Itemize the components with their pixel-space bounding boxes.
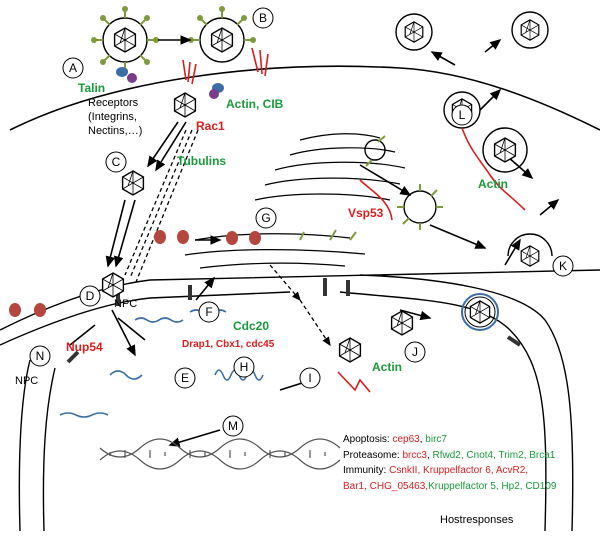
- ribosomes: [9, 230, 261, 317]
- capsid-internalized: [173, 92, 197, 118]
- nuclear-envelope-left: [18, 359, 31, 532]
- virion-l1: [482, 127, 528, 173]
- capsid-d: [101, 272, 125, 298]
- label-nup54: Nup54: [66, 340, 103, 354]
- flow-arrows: [69, 39, 560, 447]
- receptor-blobs: [116, 67, 224, 99]
- label-receptors-3: Nectins,…): [88, 125, 142, 137]
- nuclear-envelope-left-inner: [42, 367, 56, 532]
- virion-exit: [511, 11, 549, 49]
- glycoprotein-spikes: [299, 135, 443, 241]
- step-label-k: K: [559, 259, 567, 273]
- step-marker-c: C: [105, 151, 127, 173]
- legend-proteasome-green-0: Rfwd2: [432, 449, 461, 461]
- legend-apoptosis-red-0: cep63: [392, 434, 420, 445]
- label-actin-l: Actin: [478, 177, 508, 191]
- label-rac1: Rac1: [196, 119, 225, 133]
- capsid-c: [121, 170, 145, 196]
- virion-j: [390, 310, 414, 336]
- legend-proteasome-head: Proteasome:: [343, 449, 403, 461]
- dna-helix: [99, 438, 341, 470]
- step-label-h: H: [240, 360, 249, 374]
- label-actin-j: Actin: [372, 360, 402, 374]
- label-cdc20: Cdc20: [233, 319, 269, 333]
- virion-k: [507, 233, 553, 267]
- step-label-i: I: [308, 371, 311, 385]
- virion-b: [188, 6, 256, 63]
- label-tubulins: Tubulins: [177, 154, 226, 168]
- legend-apoptosis-head: Apoptosis:: [343, 434, 393, 445]
- step-marker-f: F: [198, 301, 220, 323]
- step-marker-k: K: [552, 255, 574, 277]
- plasma-membrane: [9, 65, 600, 131]
- legend-immunity-green-2: Kruppelfactor 5, Hp2, CD109: [428, 480, 557, 492]
- step-marker-b: B: [252, 7, 274, 29]
- label-receptors-1: Receptors: [88, 97, 139, 109]
- step-label-g: G: [261, 211, 270, 225]
- step-markers: A B C D E F G H I J K L M N: [29, 7, 574, 437]
- actin-red-paths: [337, 127, 526, 393]
- step-label-n: N: [36, 349, 45, 363]
- legend-proteasome: Proteasome: brcc3, Rfwd2, Cnot4, Trim2, …: [343, 449, 556, 461]
- label-npc-d: NPC: [114, 298, 137, 310]
- step-marker-g: G: [255, 207, 277, 229]
- virion-exit2: [395, 13, 433, 51]
- step-label-a: A: [69, 61, 77, 75]
- step-label-f: F: [205, 305, 212, 319]
- step-marker-l: L: [451, 104, 473, 126]
- nuclear-envelope-right: [339, 291, 547, 532]
- legend-apoptosis-green-0: birc7: [425, 434, 447, 445]
- actin-filaments-b: [182, 47, 269, 85]
- legend-immunity-red-1: CsnkII, Kruppelfactor 6, AcvR2,: [389, 465, 529, 476]
- label-drap: Drap1, Cbx1, cdc45: [182, 339, 275, 350]
- step-marker-i: I: [299, 367, 321, 389]
- step-marker-a: A: [62, 57, 84, 79]
- step-label-m: M: [228, 419, 238, 433]
- step-marker-m: M: [222, 415, 244, 437]
- step-label-j: J: [412, 345, 418, 359]
- legend-immunity: Immunity: CsnkII, Kruppelfactor 6, AcvR2…: [343, 463, 599, 479]
- step-marker-n: N: [29, 345, 51, 367]
- legend-proteasome-red-0: brcc3: [402, 449, 427, 461]
- virion-i: [338, 337, 362, 363]
- step-label-d: D: [86, 289, 95, 303]
- label-npc-n: NPC: [15, 375, 38, 387]
- nuclear-envelope-right-outer: [359, 274, 574, 532]
- host-responses-legend: Apoptosis: cep63, birc7 Proteasome: brcc…: [343, 432, 599, 494]
- step-marker-e: E: [174, 367, 196, 389]
- legend-proteasome-green-3: Brca1: [529, 449, 556, 461]
- label-vsp53: Vsp53: [348, 206, 384, 220]
- legend-immunity-2: Bar1, CHG_05463,Kruppelfactor 5, Hp2, CD…: [343, 479, 599, 495]
- label-talin: Talin: [78, 81, 105, 95]
- step-marker-h: H: [233, 356, 255, 378]
- step-label-c: C: [112, 155, 121, 169]
- step-label-e: E: [181, 371, 189, 385]
- step-marker-j: J: [404, 341, 426, 363]
- dashed-arrows: [124, 129, 331, 347]
- step-label-b: B: [259, 11, 267, 25]
- nuclear-envelope-inner: [0, 291, 291, 346]
- step-marker-d: D: [79, 285, 101, 307]
- virion-a: [91, 6, 159, 74]
- legend-apoptosis: Apoptosis: cep63, birc7: [343, 434, 447, 445]
- step-label-l: L: [459, 108, 466, 122]
- footer-hostresponses: Hostresponses: [440, 514, 514, 526]
- legend-immunity-head: Immunity:: [343, 465, 390, 476]
- virion-envelope: [461, 293, 499, 331]
- label-receptors-2: (Integrins,: [88, 111, 137, 123]
- legend-proteasome-green-1: Cnot4: [466, 449, 494, 461]
- label-actin-cib: Actin, CIB: [226, 97, 284, 111]
- legend-proteasome-green-2: Trim2: [498, 449, 524, 461]
- legend-immunity-red-2: Bar1, CHG_05463,: [343, 480, 429, 492]
